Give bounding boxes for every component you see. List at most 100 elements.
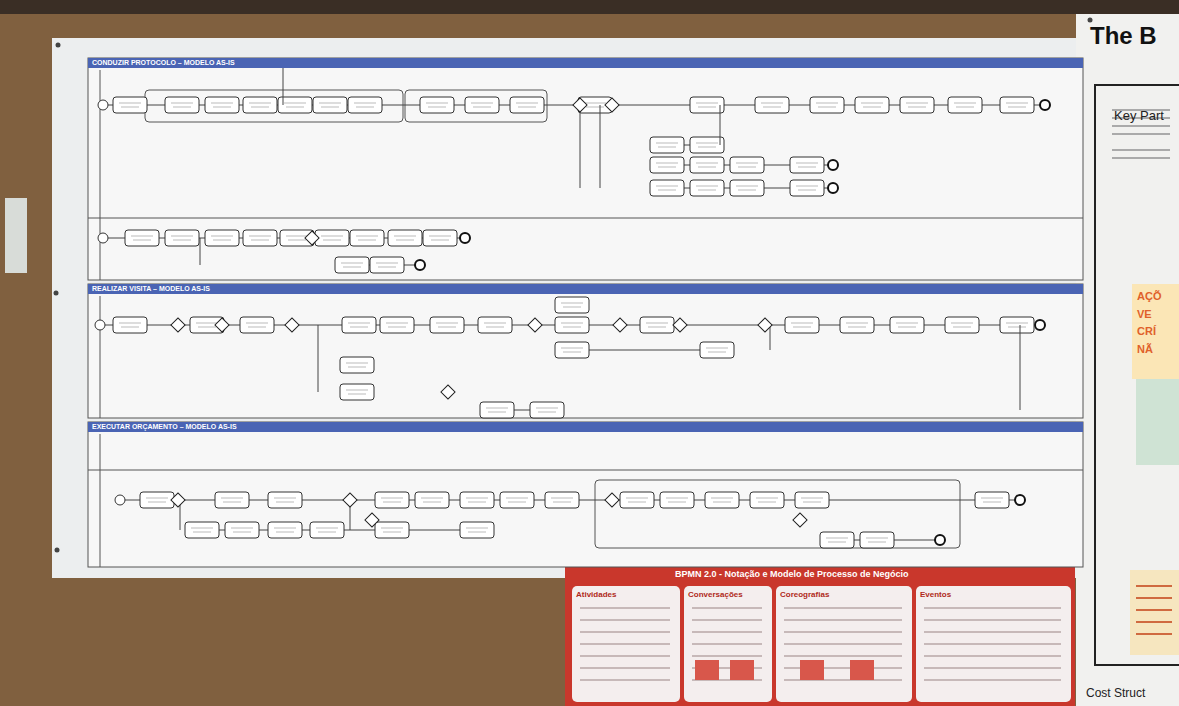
task-box xyxy=(500,492,534,508)
end-event xyxy=(1035,320,1045,330)
pool xyxy=(88,284,1083,418)
text-scribble xyxy=(223,502,241,503)
scribble xyxy=(1136,609,1172,611)
text-scribble xyxy=(323,240,341,241)
text-scribble xyxy=(486,408,508,409)
text-scribble xyxy=(692,643,762,645)
paper-scrap xyxy=(5,198,27,273)
task-box xyxy=(205,230,239,246)
text-scribble xyxy=(738,167,756,168)
text-scribble xyxy=(321,107,339,108)
text-scribble xyxy=(924,607,1061,609)
text-scribble xyxy=(386,323,408,324)
text-scribble xyxy=(1006,323,1028,324)
heading: The B xyxy=(1090,22,1179,51)
task-box xyxy=(380,317,414,333)
text-scribble xyxy=(954,103,976,104)
gateway-diamond xyxy=(673,318,687,332)
task-box xyxy=(730,180,764,196)
text-scribble xyxy=(429,236,451,237)
text-scribble xyxy=(580,643,670,645)
text-scribble xyxy=(908,107,926,108)
task-box xyxy=(755,97,789,113)
text-scribble xyxy=(711,498,733,499)
text-scribble xyxy=(580,655,670,657)
text-scribble xyxy=(563,327,581,328)
task-box xyxy=(185,522,219,538)
pool-band: CONDUZIR PROTOCOLO – MODELO AS-IS xyxy=(88,58,1083,280)
text-scribble xyxy=(516,103,538,104)
task-box xyxy=(430,317,464,333)
text-scribble xyxy=(131,236,153,237)
canvas-frame xyxy=(1095,85,1179,665)
poster-panel xyxy=(776,586,912,702)
task-box xyxy=(890,317,924,333)
poster-section: Eventos xyxy=(916,588,1071,606)
text-scribble xyxy=(471,103,493,104)
text-scribble xyxy=(319,103,341,104)
text-scribble xyxy=(518,107,536,108)
task-box xyxy=(335,257,369,273)
text-scribble xyxy=(350,327,368,328)
text-scribble xyxy=(953,327,971,328)
end-event xyxy=(828,160,838,170)
text-scribble xyxy=(793,327,811,328)
text-scribble xyxy=(818,107,836,108)
text-scribble xyxy=(848,327,866,328)
pool xyxy=(88,58,1083,280)
pin xyxy=(1088,18,1093,23)
sequence-flow xyxy=(600,105,601,188)
task-box xyxy=(375,492,409,508)
scribble xyxy=(1136,621,1172,623)
task-box xyxy=(700,342,734,358)
text-scribble xyxy=(381,528,403,529)
text-scribble xyxy=(648,327,666,328)
text-scribble xyxy=(119,103,141,104)
text-scribble xyxy=(376,263,398,264)
gateway-diamond xyxy=(343,493,357,507)
text-scribble xyxy=(133,240,151,241)
text-scribble xyxy=(658,190,676,191)
gateway-diamond xyxy=(573,98,587,112)
text-scribble xyxy=(213,240,231,241)
text-scribble xyxy=(348,367,366,368)
gateway-diamond xyxy=(528,318,542,332)
poster-region: The BKey PartCost StructAÇÕ VE CRÍ NÃ xyxy=(1076,14,1179,706)
text-scribble xyxy=(354,103,376,104)
task-box xyxy=(750,492,784,508)
task-box xyxy=(480,402,514,418)
text-scribble xyxy=(784,643,902,645)
task-box xyxy=(650,180,684,196)
text-scribble xyxy=(286,107,304,108)
text-scribble xyxy=(628,502,646,503)
text-scribble xyxy=(706,348,728,349)
text-scribble xyxy=(696,186,718,187)
text-scribble xyxy=(346,363,368,364)
task-box xyxy=(350,230,384,246)
text-scribble xyxy=(698,107,716,108)
task-box xyxy=(310,522,344,538)
task-box xyxy=(465,97,499,113)
text-scribble xyxy=(484,323,506,324)
task-box xyxy=(370,257,404,273)
text-scribble xyxy=(421,498,443,499)
task-box xyxy=(423,230,457,246)
task-box xyxy=(530,402,564,418)
text-scribble xyxy=(383,502,401,503)
sequence-flow xyxy=(1020,325,1021,410)
text-scribble xyxy=(1112,149,1170,151)
task-box xyxy=(660,492,694,508)
text-scribble xyxy=(378,267,396,268)
task-box xyxy=(620,492,654,508)
text-scribble xyxy=(553,502,571,503)
text-scribble xyxy=(580,667,670,669)
text-scribble xyxy=(696,143,718,144)
task-box xyxy=(1000,317,1034,333)
task-box xyxy=(790,157,824,173)
start-event xyxy=(98,100,108,110)
text-scribble xyxy=(784,655,902,657)
text-scribble xyxy=(736,186,758,187)
text-scribble xyxy=(274,498,296,499)
poster-icon xyxy=(730,660,754,680)
